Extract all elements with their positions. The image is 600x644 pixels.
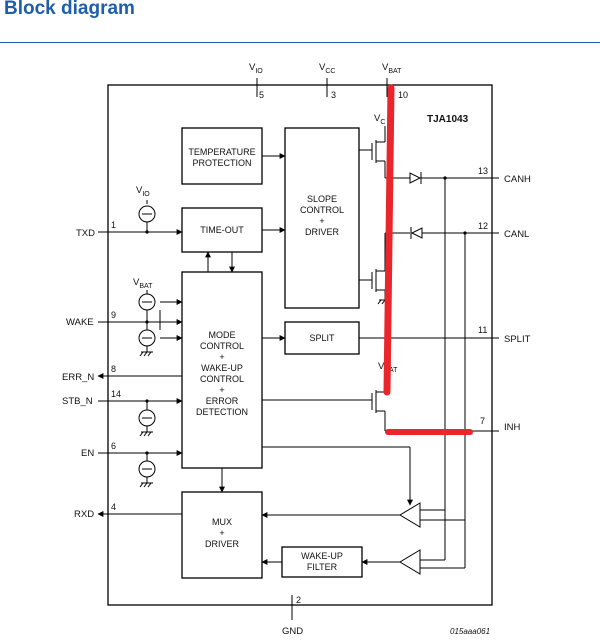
pin-err-n-label: ERR_N bbox=[62, 372, 94, 383]
svg-text:VIO: VIO bbox=[136, 185, 150, 198]
pin-inh: VBAT 7 INH bbox=[262, 361, 521, 433]
pin-split: 11 SPLIT bbox=[359, 325, 531, 345]
pin-wake-label: WAKE bbox=[66, 317, 94, 328]
pin-canl-number: 12 bbox=[478, 221, 488, 231]
svg-text:MODE: MODE bbox=[209, 330, 236, 340]
pin-en-number: 6 bbox=[111, 441, 116, 451]
svg-text:+: + bbox=[319, 216, 324, 226]
pin-stb-n-label: STB_N bbox=[62, 396, 93, 407]
pin-en-label: EN bbox=[81, 448, 94, 459]
pin-split-number: 11 bbox=[478, 325, 487, 335]
pin-vcc-label: VCC bbox=[319, 62, 335, 75]
vio-current-source: VIO bbox=[136, 185, 156, 234]
wake-receiver-comparator bbox=[261, 520, 466, 575]
svg-text:ERROR: ERROR bbox=[206, 396, 239, 406]
canl-diode bbox=[410, 227, 499, 239]
svg-text:TIME-OUT: TIME-OUT bbox=[200, 225, 244, 235]
svg-text:+: + bbox=[219, 352, 224, 362]
svg-text:WAKE-UP: WAKE-UP bbox=[301, 551, 343, 561]
pin-err-n: ERR_N 8 bbox=[62, 364, 182, 383]
page-title: Block diagram bbox=[4, 0, 135, 19]
pin-vio-label: VIO bbox=[249, 62, 263, 75]
svg-text:DRIVER: DRIVER bbox=[205, 539, 240, 549]
temperature-protection-block: TEMPERATURE PROTECTION bbox=[181, 127, 263, 185]
svg-text:SLOPE: SLOPE bbox=[307, 194, 337, 204]
svg-text:CONTROL: CONTROL bbox=[300, 205, 344, 215]
pin-stb-n: STB_N 14 bbox=[62, 389, 183, 437]
pin-vbat: VBAT 10 bbox=[382, 62, 408, 100]
pin-vio-number: 5 bbox=[259, 90, 264, 100]
pin-canh: 13 CANH bbox=[443, 166, 531, 560]
pin-canh-number: 13 bbox=[478, 166, 488, 176]
svg-text:FILTER: FILTER bbox=[307, 562, 338, 572]
title-divider bbox=[0, 42, 600, 43]
svg-text:+: + bbox=[219, 385, 224, 395]
pin-canl-label: CANL bbox=[504, 229, 529, 240]
pin-vbat-label: VBAT bbox=[382, 62, 402, 75]
ic-outline bbox=[107, 84, 493, 606]
svg-text:SPLIT: SPLIT bbox=[309, 333, 335, 343]
pin-en: EN 6 bbox=[81, 441, 183, 488]
pin-canl: 12 CANL bbox=[463, 221, 529, 520]
pin-err-n-number: 8 bbox=[111, 364, 116, 374]
pin-rxd: RXD 4 bbox=[74, 502, 182, 520]
svg-text:VC: VC bbox=[374, 113, 385, 126]
high-side-fet: VC bbox=[359, 113, 410, 179]
pin-inh-label: INH bbox=[504, 422, 521, 433]
svg-text:TEMPERATURE: TEMPERATURE bbox=[188, 147, 255, 157]
pin-canh-label: CANH bbox=[504, 174, 531, 185]
pin-split-label: SPLIT bbox=[504, 334, 531, 345]
pin-txd-number: 1 bbox=[111, 220, 116, 230]
pin-gnd: 2 GND bbox=[282, 595, 303, 637]
slope-control-driver-block: SLOPE CONTROL + DRIVER bbox=[284, 127, 360, 309]
pin-txd-label: TXD bbox=[76, 228, 95, 239]
svg-text:DRIVER: DRIVER bbox=[305, 227, 340, 237]
pin-vbat-number: 10 bbox=[398, 90, 408, 100]
low-side-fet bbox=[359, 232, 410, 305]
pin-wake: WAKE 9 VBAT bbox=[66, 277, 183, 357]
svg-text:CONTROL: CONTROL bbox=[200, 374, 244, 384]
pin-vcc: VCC 3 bbox=[319, 62, 336, 100]
figure-id: 015aaa061 bbox=[450, 627, 490, 636]
pin-txd: TXD 1 bbox=[76, 220, 183, 239]
receiver-comparator bbox=[261, 502, 465, 528]
mode-control-block: MODE CONTROL + WAKE-UP CONTROL + ERROR D… bbox=[181, 271, 263, 469]
pin-rxd-number: 4 bbox=[111, 502, 116, 512]
svg-text:CONTROL: CONTROL bbox=[200, 341, 244, 351]
svg-text:MUX: MUX bbox=[212, 517, 232, 527]
svg-text:+: + bbox=[219, 528, 224, 538]
split-block: SPLIT bbox=[284, 321, 360, 355]
pin-wake-number: 9 bbox=[111, 310, 116, 320]
wake-up-filter-block: WAKE-UP FILTER bbox=[281, 546, 363, 578]
vbat-source-label: VBAT bbox=[133, 277, 153, 290]
canh-diode bbox=[409, 172, 499, 184]
mux-driver-block: MUX + DRIVER bbox=[181, 491, 263, 579]
red-markup-vertical bbox=[383, 84, 395, 396]
chip-name: TJA1043 bbox=[427, 114, 469, 125]
en-enable-wire bbox=[262, 446, 413, 506]
pin-vcc-number: 3 bbox=[331, 90, 336, 100]
pin-inh-number: 7 bbox=[480, 416, 485, 426]
pin-gnd-number: 2 bbox=[296, 595, 301, 605]
svg-text:WAKE-UP: WAKE-UP bbox=[201, 363, 243, 373]
pin-rxd-label: RXD bbox=[74, 509, 94, 520]
pin-vio: VIO 5 bbox=[249, 62, 264, 100]
inh-fet-supply-label: VBAT bbox=[378, 361, 398, 374]
svg-text:DETECTION: DETECTION bbox=[196, 407, 248, 417]
pin-stb-n-number: 14 bbox=[111, 389, 121, 399]
pin-gnd-label: GND bbox=[282, 626, 303, 637]
svg-text:PROTECTION: PROTECTION bbox=[192, 158, 251, 168]
time-out-block: TIME-OUT bbox=[181, 207, 263, 253]
